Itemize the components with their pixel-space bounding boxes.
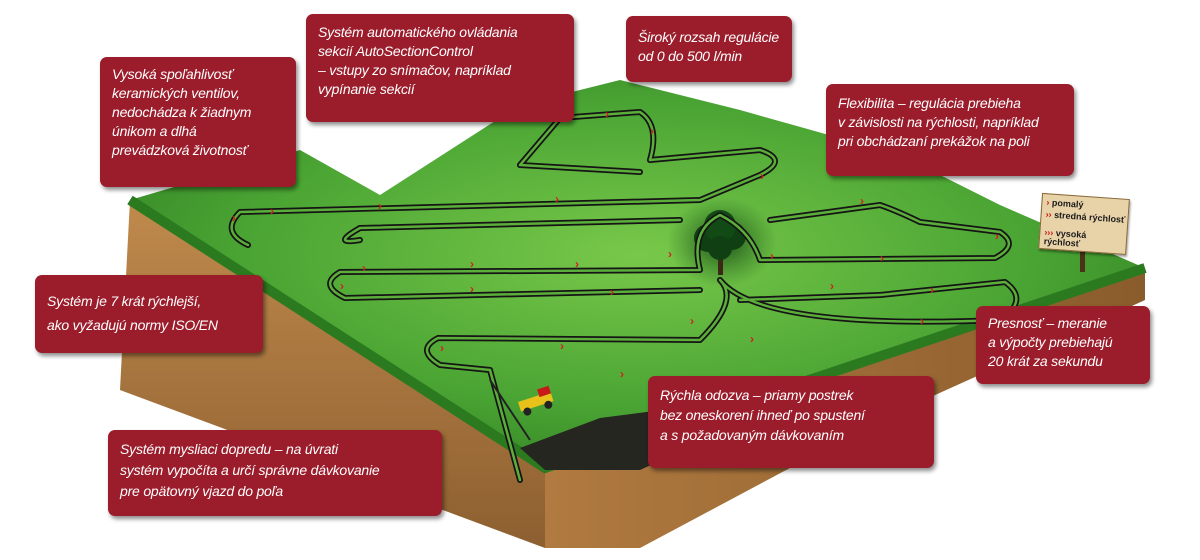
speed-arrow-icon: › xyxy=(880,251,884,265)
speed-arrow-icon: › xyxy=(690,314,694,328)
callout-line: – vstupy zo snímačov, napríklad xyxy=(318,62,511,78)
callout-line: nedochádza k žiadnym xyxy=(112,104,252,120)
speed-arrow-icon: › xyxy=(378,199,382,213)
spraying-path xyxy=(228,109,1020,483)
speed-arrow-icon: › xyxy=(1046,197,1050,208)
callout-line: Flexibilita – regulácia prebieha xyxy=(838,95,1021,111)
callout-line: pri obchádzaní prekážok na poli xyxy=(838,133,1030,149)
callout-line: bez oneskorení ihneď po spustení xyxy=(660,407,865,423)
speed-arrow-icon: › xyxy=(760,169,764,183)
callout-line: Systém mysliaci dopredu – na úvrati xyxy=(120,441,338,457)
tree-icon xyxy=(694,210,746,275)
speed-arrow-icon: › xyxy=(650,124,654,138)
speed-arrow-icon: › xyxy=(440,341,444,355)
speed-arrow-icon: › xyxy=(830,279,834,293)
callout-line: systém vypočíta a určí správne dávkovani… xyxy=(120,462,380,478)
speed-sign: › pomalý ›› stredná rýchlosť ››› vysoká … xyxy=(1038,192,1132,257)
speed-arrow-icon: › xyxy=(605,107,609,121)
speed-arrow-icon: › xyxy=(860,194,864,208)
sign-post xyxy=(1080,232,1085,272)
spraying-path-segment xyxy=(230,148,777,247)
speed-arrow-icon: › xyxy=(270,204,274,218)
callout-line: ako vyžadujú normy ISO/EN xyxy=(47,317,218,333)
spray-boom xyxy=(489,379,531,441)
grass-field xyxy=(130,80,1145,468)
spraying-path-segment xyxy=(343,226,362,243)
callout-fast-response: Rýchla odozva – priamy postrek bez onesk… xyxy=(648,376,934,468)
speed-arrow-icon: › xyxy=(560,339,564,353)
callout-line: prevádzková životnosť xyxy=(112,142,248,158)
sign-row-fast: ››› vysoká rýchlosť xyxy=(1043,227,1124,252)
callout-line: Široký rozsah regulácie xyxy=(638,29,779,45)
speed-arrow-icon: › xyxy=(555,192,559,206)
callout-line: Systém automatického ovládania xyxy=(318,24,518,40)
callout-forward-thinking: Systém mysliaci dopredu – na úvrati syst… xyxy=(108,430,442,516)
speed-arrow-icon: › xyxy=(770,249,774,263)
callout-line: keramických ventilov, xyxy=(112,85,240,101)
callout-line: Presnosť – meranie xyxy=(988,315,1107,331)
speed-arrow-icon: › xyxy=(362,261,366,275)
speed-arrow-icon: › xyxy=(470,257,474,271)
callout-line: únikom a dlhá xyxy=(112,123,197,139)
speed-arrow-icon: › xyxy=(920,314,924,328)
spraying-path-segment xyxy=(425,278,1002,372)
callout-line: a s požadovaným dávkovaním xyxy=(660,427,844,443)
callout-line: 20 krát za sekundu xyxy=(988,353,1103,369)
spraying-path-segment xyxy=(329,213,1010,300)
spraying-path-segment xyxy=(768,203,1002,234)
speed-arrow-icon: › xyxy=(620,367,624,381)
callout-line: sekcií AutoSectionControl xyxy=(318,43,473,59)
callout-line: pre opätovný vjazd do poľa xyxy=(120,483,283,499)
spraying-path-segment xyxy=(518,110,655,167)
sign-label: stredná rýchlosť xyxy=(1053,209,1126,225)
callout-line: vypínanie sekcií xyxy=(318,81,415,97)
speed-arrow-icon: › xyxy=(930,283,934,297)
callout-line: od 0 do 500 l/min xyxy=(638,48,743,64)
tractor-icon xyxy=(518,385,554,416)
sign-label: pomalý xyxy=(1051,197,1084,210)
callout-line: Systém je 7 krát rýchlejší, xyxy=(47,293,202,309)
speed-arrow-icon: › xyxy=(340,279,344,293)
sign-board: › pomalý ›› stredná rýchlosť ››› vysoká … xyxy=(1038,192,1130,255)
speed-arrow-icon: › xyxy=(995,229,999,243)
sign-row-medium: ›› stredná rýchlosť xyxy=(1045,209,1126,225)
callout-line: Rýchla odozva – priamy postrek xyxy=(660,387,854,403)
speed-arrow-icon: ›› xyxy=(1045,209,1052,220)
sign-row-slow: › pomalý xyxy=(1046,197,1084,210)
callout-precision: Presnosť – meranie a výpočty prebiehajú … xyxy=(976,306,1150,384)
speed-arrow-icon: › xyxy=(610,285,614,299)
callout-line: v závislosti na rýchlosti, napríklad xyxy=(838,114,1039,130)
speed-arrow-icon: › xyxy=(750,332,754,346)
callout-flexibility: Flexibilita – regulácia prebieha v závis… xyxy=(826,84,1074,176)
speed-arrow-icon: › xyxy=(668,247,672,261)
callout-ceramic-valves: Vysoká spoľahlivosť keramických ventilov… xyxy=(100,57,296,187)
spraying-path-segment xyxy=(518,163,642,174)
spraying-path-segment xyxy=(358,218,682,230)
speed-arrow-icon: › xyxy=(470,282,474,296)
speed-arrow-icon: › xyxy=(575,257,579,271)
callout-speed-iso: Systém je 7 krát rýchlejší, ako vyžadujú… xyxy=(35,275,263,353)
callout-line: a výpočty prebiehajú xyxy=(988,334,1113,350)
speed-arrow-icon: › xyxy=(232,211,236,225)
callout-regulation-range: Široký rozsah regulácie od 0 do 500 l/mi… xyxy=(626,16,792,82)
spraying-path-segment xyxy=(738,293,882,302)
callout-line: Vysoká spoľahlivosť xyxy=(112,66,233,82)
callout-autosection: Systém automatického ovládania sekcií Au… xyxy=(306,14,574,122)
